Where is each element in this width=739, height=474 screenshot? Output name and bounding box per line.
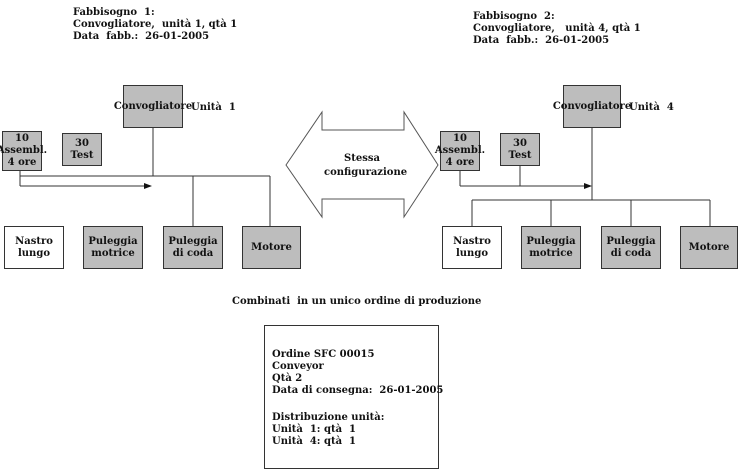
component-label: lungo: [17, 247, 50, 259]
demand-2-date: Data fabb.: 26-01-2005: [473, 35, 610, 46]
component-label: Puleggia: [88, 235, 138, 247]
combined-caption: Combinati in un unico ordine di produzio…: [232, 296, 482, 307]
operation-10-assembly: 10 Assembl. 4 ore: [0, 131, 47, 171]
op-number: 30: [75, 137, 89, 149]
component-label: di coda: [610, 247, 652, 259]
op-number: 30: [513, 137, 527, 149]
operation-30-test: 30 Test: [62, 133, 102, 166]
component-label: Puleggia: [168, 235, 218, 247]
order-quantity: Qtà 2: [272, 373, 303, 384]
component-puleggia-motrice: Puleggia motrice: [521, 226, 581, 269]
op-time: 4 ore: [445, 157, 475, 168]
op-name: Assembl.: [434, 145, 486, 156]
unit-4-label: Unità 4: [629, 102, 674, 113]
operation-30-test: 30 Test: [500, 133, 540, 166]
component-label: Motore: [251, 241, 292, 253]
component-label: di coda: [172, 247, 214, 259]
demand-1-title: Fabbisogno 1:: [73, 7, 155, 18]
order-distribution-title: Distribuzione unità:: [272, 412, 385, 423]
order-due-date: Data di consegna: 26-01-2005: [272, 385, 444, 396]
component-label: motrice: [529, 247, 573, 259]
component-puleggia-di-coda: Puleggia di coda: [601, 226, 661, 269]
op-number: 10: [453, 133, 467, 144]
component-label: Motore: [688, 241, 730, 253]
component-puleggia-di-coda: Puleggia di coda: [163, 226, 223, 269]
component-puleggia-motrice: Puleggia motrice: [83, 226, 143, 269]
unit-1-label: Unità 1: [191, 102, 236, 113]
component-label: Puleggia: [526, 235, 576, 247]
parent-label: Convogliatore: [113, 100, 193, 112]
component-label: Nastro: [15, 235, 53, 247]
component-label: Puleggia: [606, 235, 656, 247]
op-number: 10: [15, 133, 29, 144]
operation-10-assembly: 10 Assembl. 4 ore: [435, 131, 485, 171]
parent-conveyor-unit-4: Convogliatore: [553, 85, 631, 128]
component-motore: Motore: [242, 226, 301, 269]
order-unit-1: Unità 1: qtà 1: [272, 424, 356, 435]
demand-2-title: Fabbisogno 2:: [473, 11, 555, 22]
component-label: motrice: [91, 247, 135, 259]
component-nastro-lungo: Nastro lungo: [4, 226, 64, 269]
production-order-box: Ordine SFC 00015 Conveyor Qtà 2 Data di …: [264, 325, 443, 469]
demand-1-item: Convogliatore, unità 1, qtà 1: [73, 19, 238, 30]
arrow-label-line-1: Stessa: [344, 153, 380, 164]
order-number: Ordine SFC 00015: [272, 349, 375, 360]
parent-label: Convogliatore: [552, 100, 632, 112]
component-label: Nastro: [453, 235, 491, 247]
order-unit-4: Unità 4: qtà 1: [272, 436, 356, 447]
component-label: lungo: [455, 247, 488, 259]
order-item: Conveyor: [272, 361, 324, 372]
op-name: Test: [70, 149, 94, 161]
arrow-label-line-2: configurazione: [324, 167, 408, 178]
component-nastro-lungo: Nastro lungo: [442, 226, 502, 269]
op-time: 4 ore: [7, 157, 37, 168]
op-name: Test: [508, 149, 532, 161]
parent-conveyor-unit-1: Convogliatore: [114, 85, 192, 128]
demand-2-item: Convogliatore, unità 4, qtà 1: [473, 23, 641, 34]
component-motore: Motore: [680, 226, 738, 269]
op-name: Assembl.: [0, 145, 48, 156]
demand-1-date: Data fabb.: 26-01-2005: [73, 31, 210, 42]
